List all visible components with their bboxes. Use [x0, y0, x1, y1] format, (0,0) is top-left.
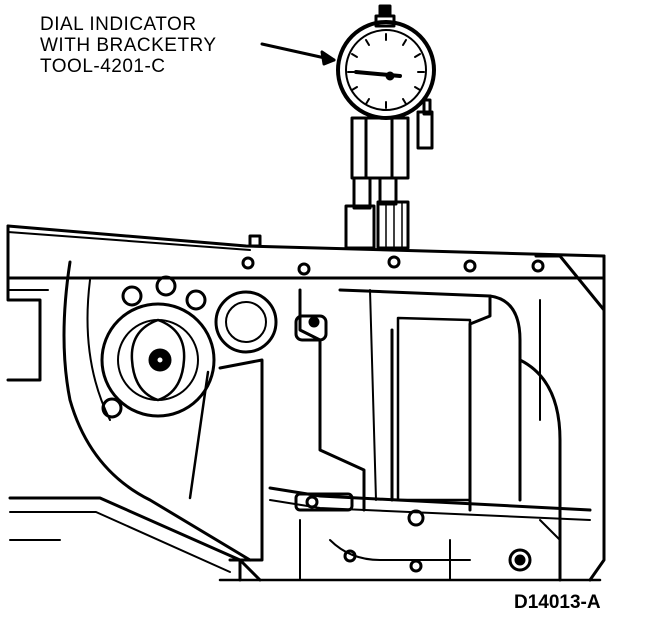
callout-line-1: DIAL INDICATOR	[40, 14, 197, 35]
figure-id: D14013-A	[514, 592, 601, 613]
gear-assembly	[100, 275, 216, 419]
callout-line-2: WITH BRACKETRY	[40, 35, 217, 56]
leader-arrow	[260, 42, 336, 66]
callout-line-3: TOOL-4201-C	[40, 56, 166, 77]
dial-indicator	[336, 4, 436, 150]
callout-label: DIAL INDICATOR WITH BRACKETRY TOOL-4201-…	[40, 14, 217, 77]
block-right-side	[488, 294, 606, 582]
bore-ring	[188, 290, 278, 562]
lower-rail	[238, 486, 592, 582]
bracketry	[344, 116, 410, 250]
cylinder-cavity	[294, 288, 492, 512]
block-deck	[6, 224, 606, 312]
block-left-side	[6, 224, 262, 582]
